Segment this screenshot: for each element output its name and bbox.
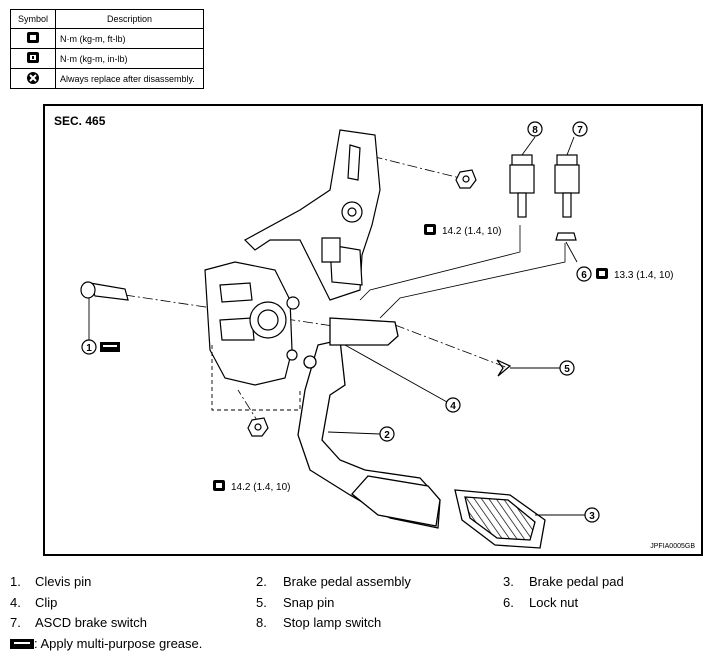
part-num-5: 5. — [256, 595, 267, 610]
part-name-7: ASCD brake switch — [35, 615, 147, 630]
legend-desc-3: Always replace after disassembly. — [55, 68, 204, 89]
replace-icon — [27, 71, 39, 84]
grease-icon — [10, 639, 34, 649]
section-label: SEC. 465 — [54, 114, 106, 128]
torque-small-icon — [27, 52, 39, 63]
part-name-6: Lock nut — [529, 595, 579, 610]
part-num-7: 7. — [10, 615, 21, 630]
part-num-6: 6. — [503, 595, 514, 610]
part-name-5: Snap pin — [283, 595, 335, 610]
legend-header-description: Description — [55, 9, 204, 29]
part-name-4: Clip — [35, 595, 58, 610]
legend-desc-2: N·m (kg-m, in-lb) — [55, 48, 204, 69]
part-num-4: 4. — [10, 595, 21, 610]
figure-code: JPFIA0005GB — [650, 543, 695, 550]
legend-desc-1: N·m (kg-m, ft-lb) — [55, 28, 204, 49]
symbol-legend: Symbol Description N·m (kg-m, ft-lb) N·m… — [10, 9, 204, 89]
part-name-1: Clevis pin — [35, 574, 92, 589]
grease-note-text: : Apply multi-purpose grease. — [34, 636, 203, 651]
legend-header-symbol: Symbol — [10, 9, 56, 29]
part-num-2: 2. — [256, 574, 267, 589]
grease-note: : Apply multi-purpose grease. — [10, 636, 202, 651]
part-num-1: 1. — [10, 574, 21, 589]
part-name-2: Brake pedal assembly — [283, 574, 411, 589]
part-name-8: Stop lamp switch — [283, 615, 382, 630]
part-name-3: Brake pedal pad — [529, 574, 624, 589]
torque-icon — [27, 32, 39, 43]
part-num-3: 3. — [503, 574, 514, 589]
diagram-frame — [43, 104, 703, 556]
part-num-8: 8. — [256, 615, 267, 630]
